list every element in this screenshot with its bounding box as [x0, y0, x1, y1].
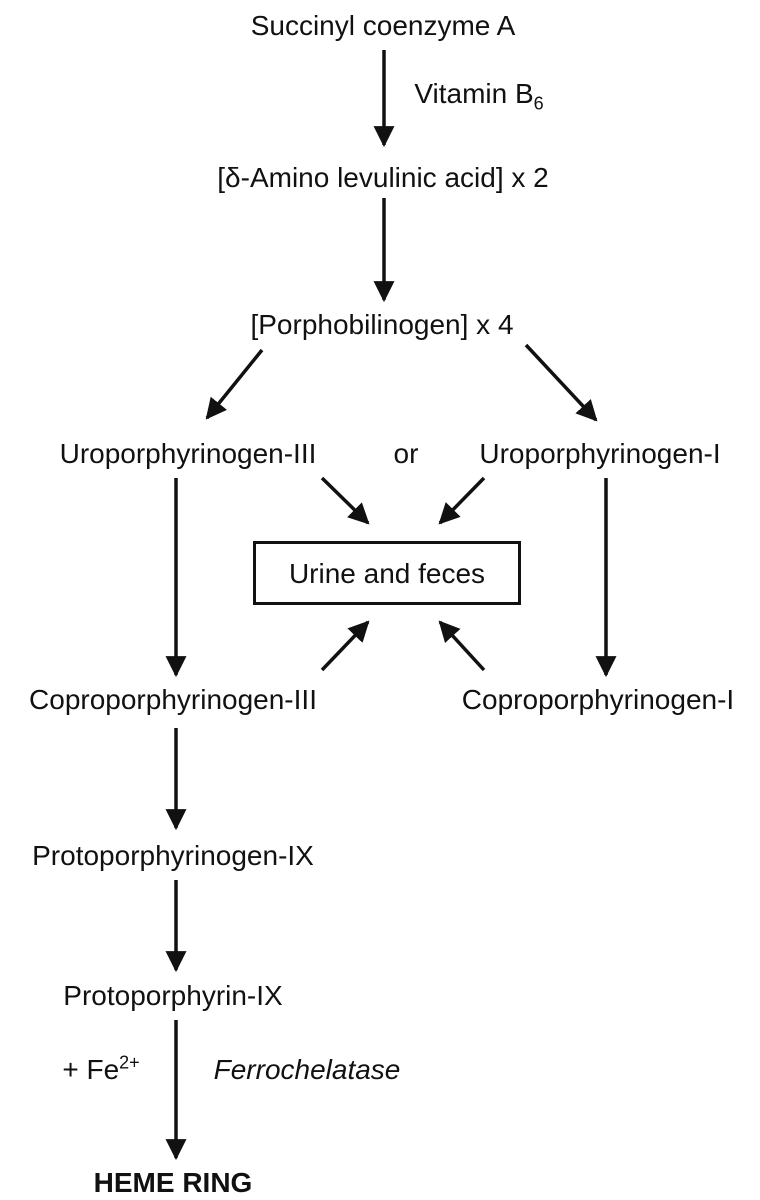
node-coproporphyrinogen-iii: Coproporphyrinogen-III — [29, 684, 317, 715]
arrow-copro3-to-urine — [320, 620, 370, 672]
label-vitamin-b6: Vitamin B6 — [414, 77, 544, 114]
node-uroporphyrinogen-i: Uroporphyrinogen-I — [479, 438, 721, 469]
fe-text: + Fe — [62, 1054, 120, 1085]
arrow-pbg-to-uro3 — [205, 348, 264, 420]
node-protoporphyrin-ix: Protoporphyrin-IX — [63, 980, 283, 1011]
node-urine-and-feces: Urine and feces — [288, 558, 486, 589]
urine-feces-box — [253, 541, 521, 605]
arrow-uro3-to-urine — [320, 476, 370, 525]
node-uroporphyrinogen-iii: Uroporphyrinogen-III — [59, 438, 317, 469]
node-succinyl-coenzyme-a: Succinyl coenzyme A — [250, 10, 516, 41]
vitamin-subscript: 6 — [533, 93, 544, 114]
arrow-pbg-to-uro1 — [524, 343, 598, 422]
vitamin-text: Vitamin B — [414, 78, 534, 109]
node-porphobilinogen: [Porphobilinogen] x 4 — [250, 309, 514, 340]
node-coproporphyrinogen-i: Coproporphyrinogen-I — [461, 684, 735, 715]
label-ferrochelatase: Ferrochelatase — [213, 1054, 401, 1085]
node-ala: [δ-Amino levulinic acid] x 2 — [217, 162, 549, 193]
fe-superscript: 2+ — [119, 1052, 140, 1073]
label-fe2plus: + Fe2+ — [62, 1053, 139, 1087]
label-or: or — [393, 438, 419, 469]
arrow-uro1-to-urine — [438, 476, 486, 525]
arrow-copro1-to-urine — [438, 620, 486, 672]
node-protoporphyrinogen-ix: Protoporphyrinogen-IX — [32, 840, 314, 871]
node-heme-ring: HEME RING — [93, 1167, 253, 1198]
